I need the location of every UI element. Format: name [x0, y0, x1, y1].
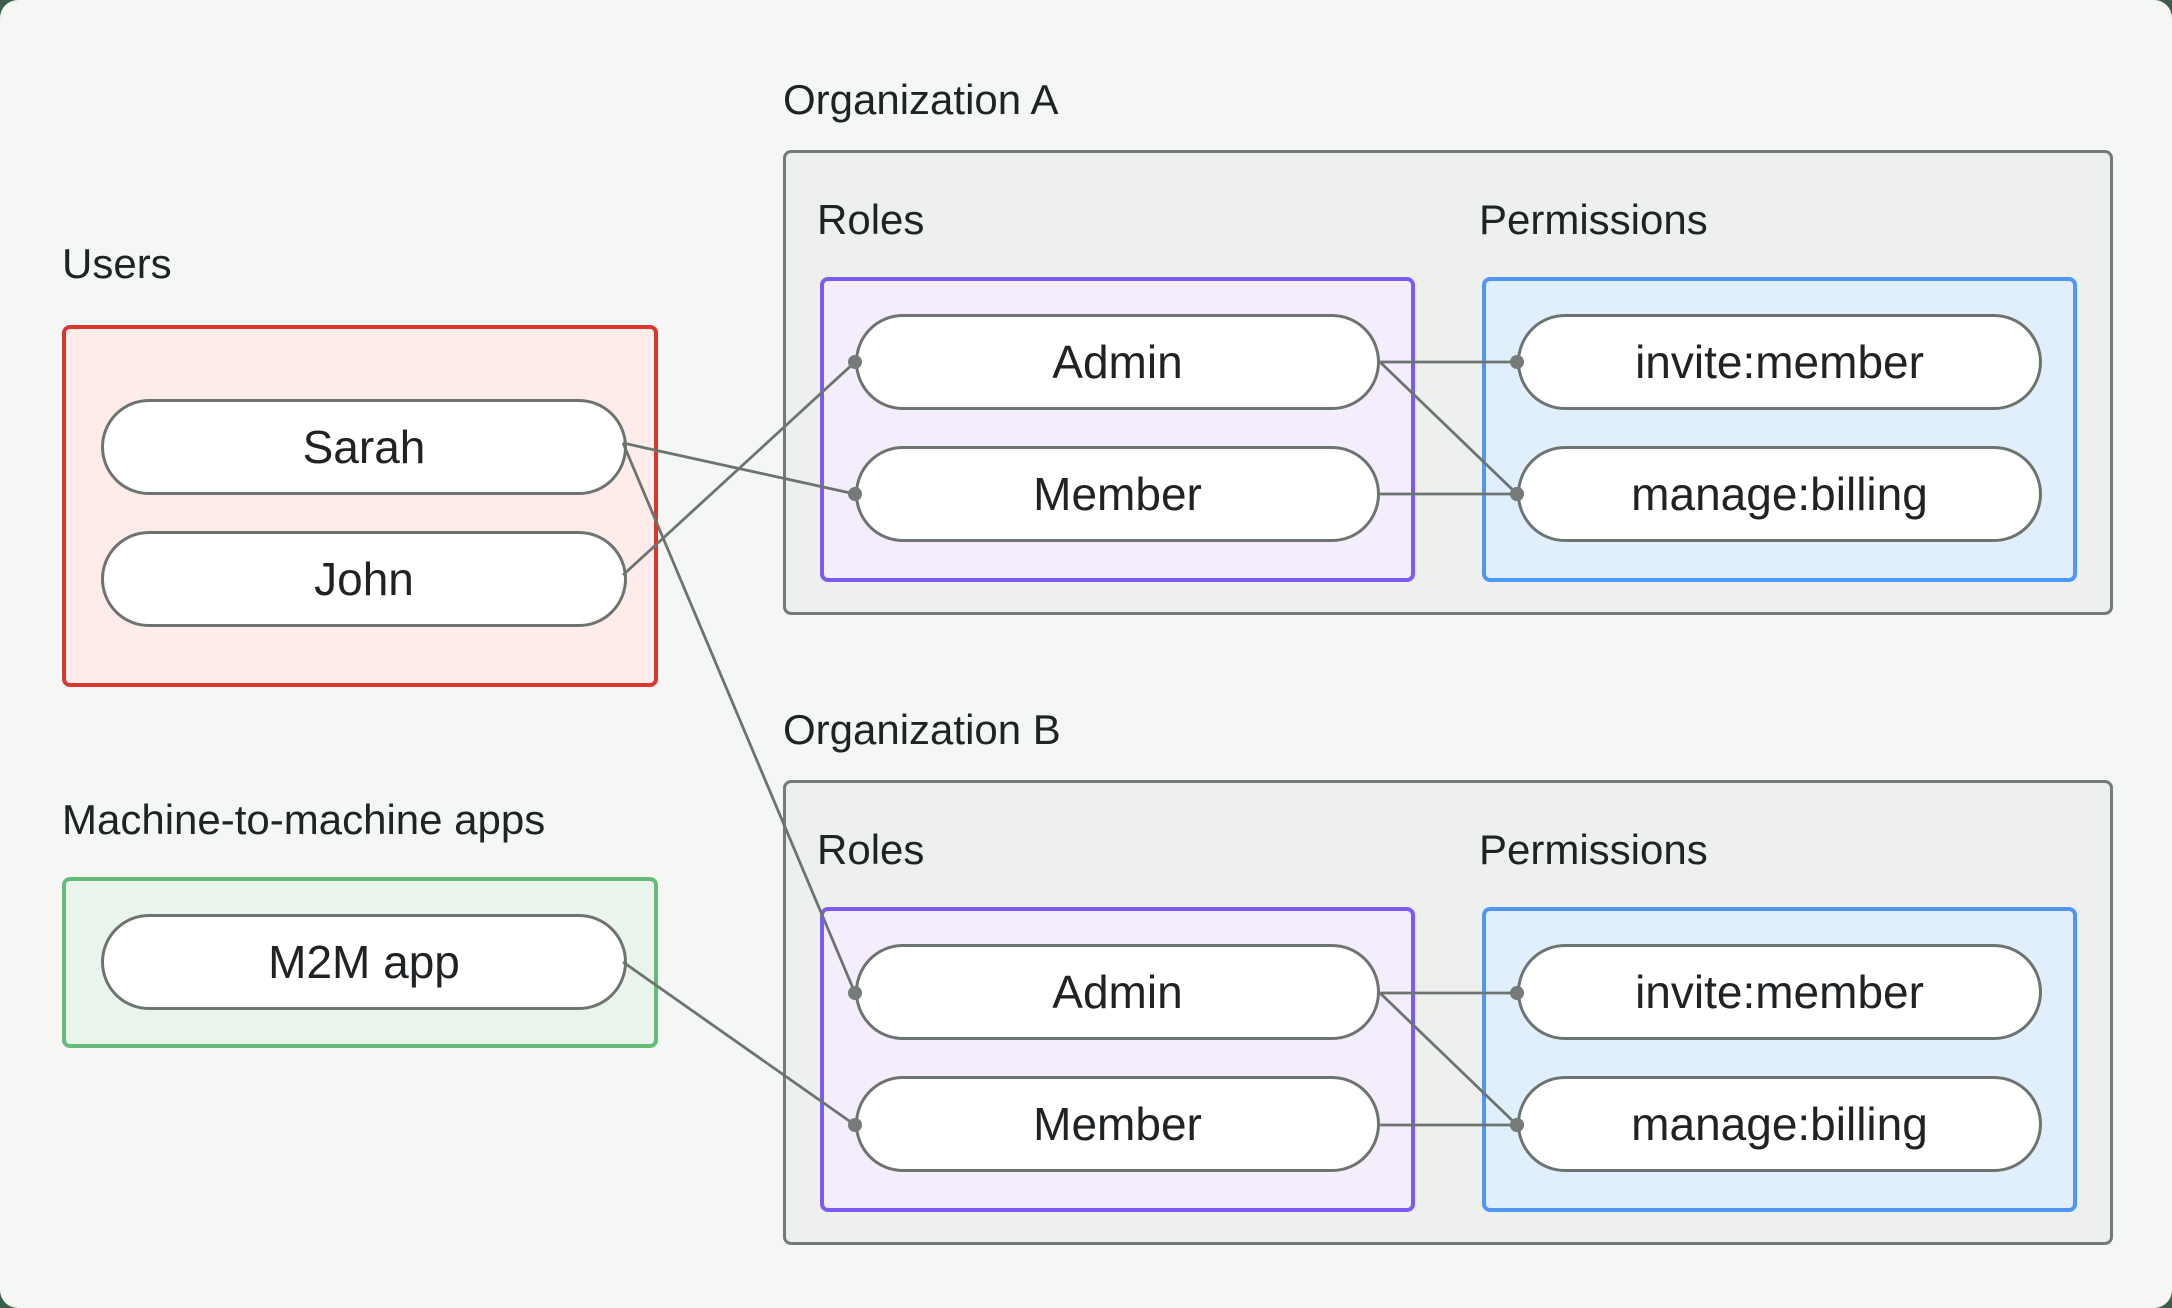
- org-b-title: Organization B: [783, 706, 1061, 753]
- org-a-role-admin-label: Admin: [1052, 336, 1183, 388]
- users-group-label: Users: [62, 240, 172, 287]
- org-b-permissions-box: invite:member manage:billing: [1482, 907, 2077, 1212]
- org-a-title: Organization A: [783, 76, 1059, 123]
- org-a-permission-invite-member-label: invite:member: [1635, 336, 1924, 388]
- org-b-box: Roles Permissions Admin Member invite:me…: [783, 780, 2113, 1245]
- org-a-role-pill-member: Member: [855, 446, 1380, 542]
- org-b-role-member-label: Member: [1033, 1098, 1202, 1150]
- org-b-role-pill-member: Member: [855, 1076, 1380, 1172]
- org-a-permission-manage-billing-label: manage:billing: [1631, 468, 1928, 520]
- users-group-box: Sarah John: [62, 325, 658, 687]
- org-a-roles-box: Admin Member: [820, 277, 1415, 582]
- org-a-role-pill-admin: Admin: [855, 314, 1380, 410]
- m2m-group-box: M2M app: [62, 877, 658, 1048]
- org-a-permissions-box: invite:member manage:billing: [1482, 277, 2077, 582]
- user-pill-sarah-label: Sarah: [302, 421, 426, 473]
- org-a-permission-pill-manage-billing: manage:billing: [1517, 446, 2042, 542]
- org-a-permission-pill-invite-member: invite:member: [1517, 314, 2042, 410]
- org-b-permission-pill-manage-billing: manage:billing: [1517, 1076, 2042, 1172]
- org-b-roles-label: Roles: [817, 826, 925, 873]
- org-b-permission-invite-member-label: invite:member: [1635, 966, 1924, 1018]
- org-a-permissions-label: Permissions: [1479, 196, 1708, 243]
- user-pill-john: John: [101, 531, 627, 627]
- org-b-permission-pill-invite-member: invite:member: [1517, 944, 2042, 1040]
- org-b-role-admin-label: Admin: [1052, 966, 1183, 1018]
- org-a-roles-label: Roles: [817, 196, 925, 243]
- m2m-pill-app: M2M app: [101, 914, 627, 1010]
- org-b-permissions-label: Permissions: [1479, 826, 1708, 873]
- user-pill-john-label: John: [314, 553, 414, 605]
- org-b-roles-box: Admin Member: [820, 907, 1415, 1212]
- m2m-pill-app-label: M2M app: [268, 936, 460, 988]
- org-a-role-member-label: Member: [1033, 468, 1202, 520]
- org-b-permission-manage-billing-label: manage:billing: [1631, 1098, 1928, 1150]
- user-pill-sarah: Sarah: [101, 399, 627, 495]
- m2m-group-label: Machine-to-machine apps: [62, 796, 546, 843]
- org-a-box: Roles Permissions Admin Member invite:me…: [783, 150, 2113, 615]
- org-b-role-pill-admin: Admin: [855, 944, 1380, 1040]
